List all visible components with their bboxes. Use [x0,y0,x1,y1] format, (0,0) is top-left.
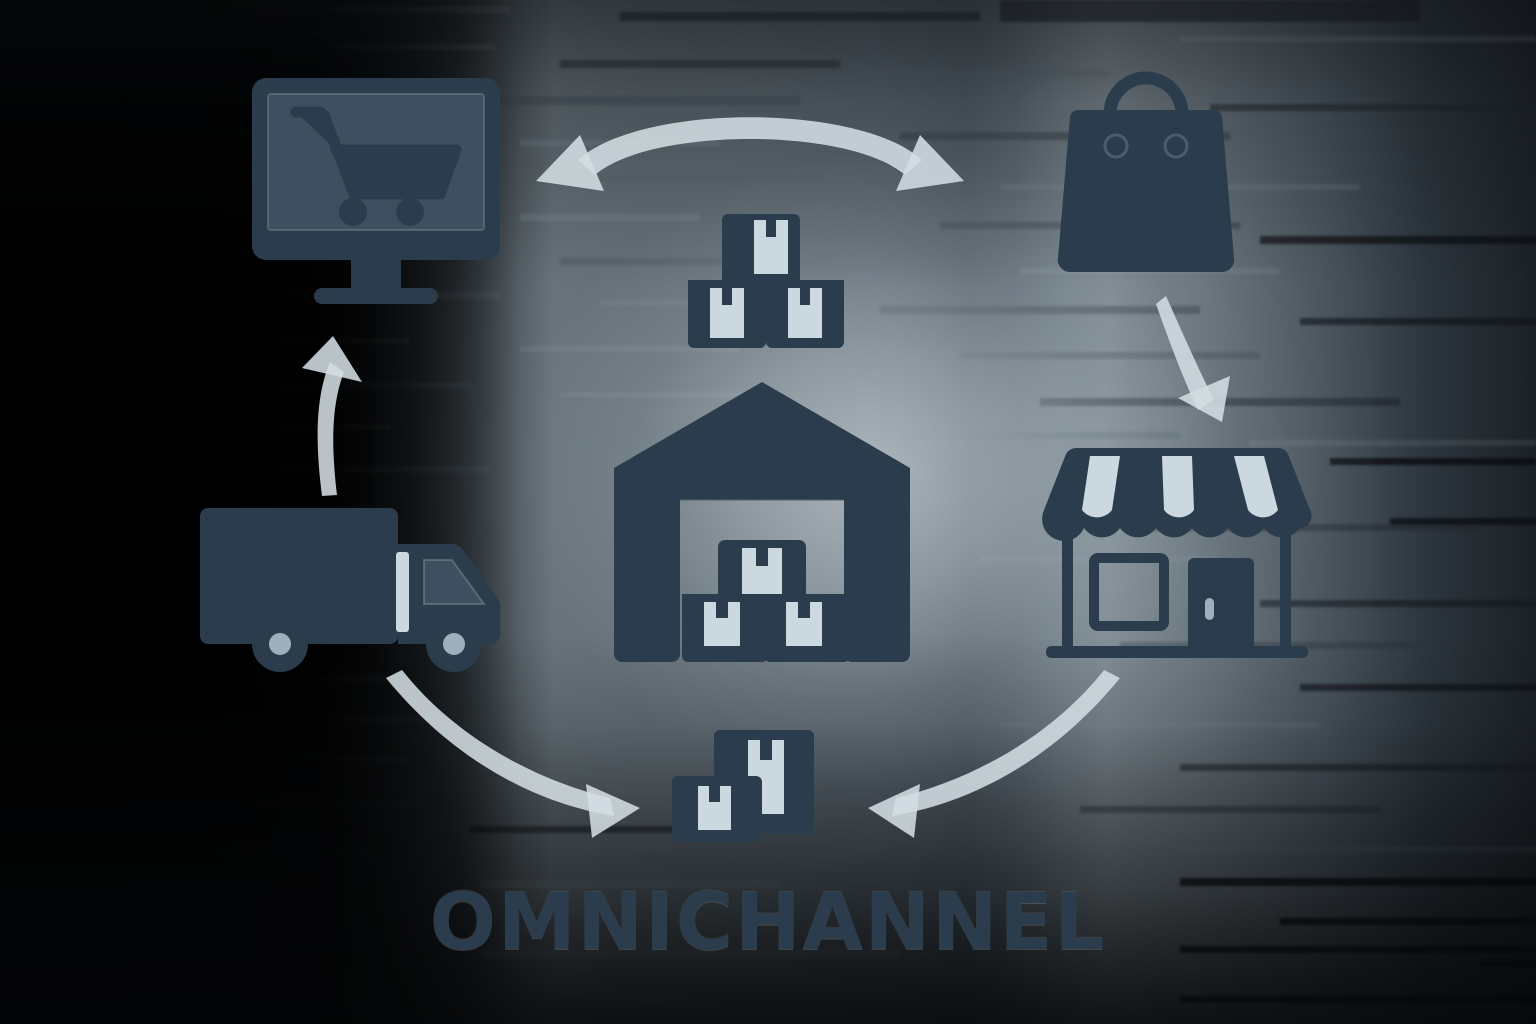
warehouse-icon[interactable] [614,382,910,662]
boxes-pair-icon [672,728,822,846]
desktop-cart-icon[interactable] [252,78,500,304]
arrow-curve-left-icon [868,668,1128,838]
page-title: OMNICHANNEL [429,878,1107,968]
storefront-icon[interactable] [1042,440,1312,670]
shopping-bag-icon[interactable] [1057,52,1235,276]
arrow-curve-right-icon [378,668,648,838]
arrow-down-icon [1152,288,1252,428]
double-arrow-arc-icon [520,105,980,215]
boxes-stack-icon [682,212,852,352]
delivery-truck-icon[interactable] [200,504,516,674]
arrow-up-icon [286,328,376,498]
